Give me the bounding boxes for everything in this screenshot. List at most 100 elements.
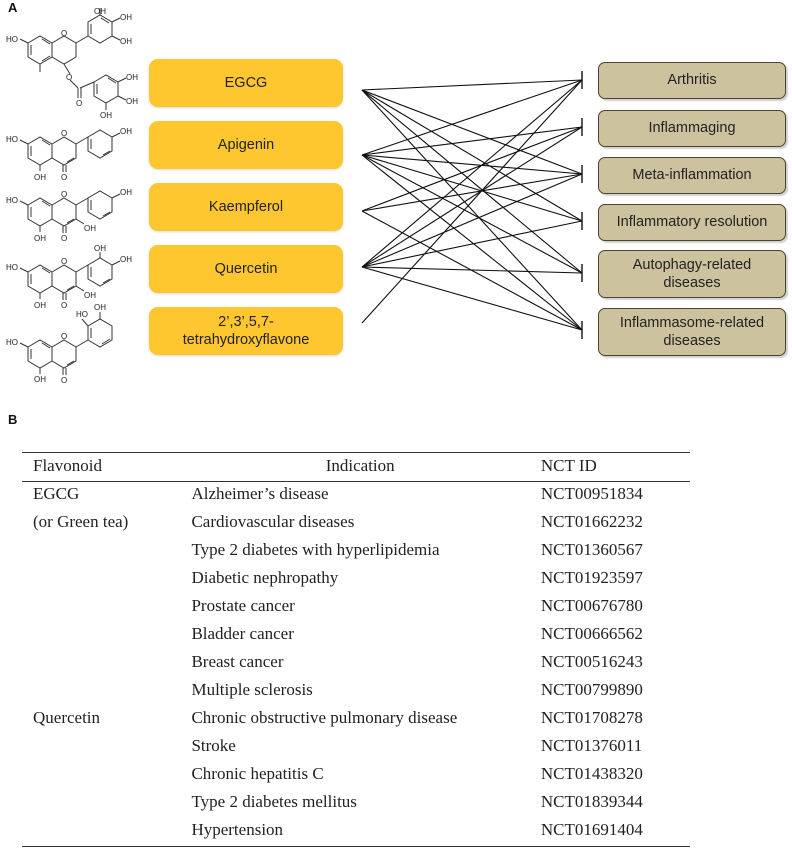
disease-box-inflammasome: Inflammasome-related diseases — [598, 308, 786, 356]
nct-id-cell: NCT01662232 — [540, 512, 643, 531]
flavonoid-box-apigenin: Apigenin — [149, 121, 343, 169]
inhibition-line-1-5 — [361, 154, 583, 331]
nct-id-cell: NCT01708278 — [540, 708, 643, 727]
nct-id-cell: NCT01839344 — [540, 792, 643, 811]
inhibition-line-0-3 — [361, 89, 583, 222]
indication-cell: Bladder cancer — [191, 624, 294, 643]
flavonoid-cell — [22, 734, 191, 762]
inhibition-line-0-2 — [361, 89, 583, 175]
egcg-structure: HO OH OH O OH O OH OH O OH — [0, 8, 150, 120]
inhibition-line-2-1 — [361, 126, 583, 212]
thf-label-4: HO — [6, 338, 18, 347]
table-row: Chronic hepatitis C NCT01438320 — [22, 762, 690, 790]
egcg-label-8: OH — [126, 97, 138, 106]
disease-box-arthritis: Arthritis — [598, 62, 786, 99]
nct-id-cell: NCT01360567 — [540, 540, 643, 559]
thf-label-3: OH — [34, 375, 46, 384]
kaempferol-label-6: O — [61, 234, 67, 243]
kaempferol-label-3: OH — [120, 188, 132, 197]
inhibition-line-3-0 — [361, 79, 583, 268]
inhibition-line-1-2 — [361, 154, 583, 175]
thf-label-5: O — [61, 332, 67, 341]
nct-id-cell: NCT01438320 — [540, 764, 643, 783]
nct-id-cell: NCT01691404 — [528, 818, 690, 847]
inhibition-line-0-0 — [361, 79, 583, 91]
flavonoid-cell — [22, 818, 192, 847]
flavonoid-box-kaempferol: Kaempferol — [149, 183, 343, 231]
flavonoid-cell: (or Green tea) — [33, 512, 129, 531]
nct-id-cell: NCT00516243 — [540, 652, 643, 671]
table-row: EGCG Alzheimer’s disease NCT00951834 — [22, 482, 690, 511]
egcg-label-3: OH — [120, 13, 132, 22]
header-flavonoid: Flavonoid — [22, 452, 192, 482]
flavonoid-cell — [22, 678, 191, 706]
table-header-row: Flavonoid Indication NCT ID — [22, 452, 690, 482]
table-row: Diabetic nephropathy NCT01923597 — [22, 566, 690, 594]
inhibition-line-3-1 — [361, 126, 583, 268]
disease-box-inflammaging: Inflammaging — [598, 110, 786, 147]
nct-id-cell: NCT00951834 — [540, 484, 643, 503]
quercetin-label-2: O — [61, 257, 67, 266]
nct-id-cell: NCT00799890 — [540, 680, 643, 699]
table-body: EGCG Alzheimer’s disease NCT00951834 (or Gr… — [22, 482, 690, 847]
indication-cell: Breast cancer — [191, 652, 284, 671]
flavonoid-cell — [22, 762, 191, 790]
flavonoid-box-tetrahydroxyflavone: 2’,3’,5,7- tetrahydroxyflavone — [149, 307, 343, 355]
inhibition-line-3-4 — [361, 266, 583, 274]
quercetin-label-5: OH — [34, 301, 46, 310]
indication-cell: Hypertension — [191, 818, 529, 847]
flavonoid-cell: EGCG — [33, 484, 80, 503]
disease-box-autophagy: Autophagy-related diseases — [598, 250, 786, 298]
indication-cell: Cardiovascular diseases — [191, 512, 355, 531]
indication-cell: Diabetic nephropathy — [191, 568, 339, 587]
clinical-trials-table: Flavonoid Indication NCT ID EGCG Alzheime… — [22, 452, 690, 847]
panel-b-label: B — [8, 412, 18, 427]
thf-label-1: HO — [76, 310, 88, 319]
egcg-label-1: HO — [6, 35, 18, 44]
egcg-label-4: O — [61, 29, 67, 38]
table-row: Type 2 diabetes with hyperlipidemia NCT01… — [22, 538, 690, 566]
inhibition-line-0-5 — [361, 89, 583, 331]
indication-cell: Prostate cancer — [191, 596, 295, 615]
kaempferol-label-1: HO — [6, 196, 18, 205]
indication-cell: Alzheimer’s disease — [191, 484, 329, 503]
inhibition-line-4-0 — [361, 79, 583, 324]
kaempferol-label-2: O — [61, 190, 67, 199]
egcg-label-7: OH — [126, 73, 138, 82]
kaempferol-label-4: OH — [34, 234, 46, 243]
egcg-label-10: OH — [100, 111, 112, 120]
nct-id-cell: NCT00666562 — [540, 624, 643, 643]
disease-box-inflammatory-resolution: Inflammatory resolution — [598, 204, 786, 241]
thf-label-2: OH — [94, 303, 106, 312]
header-indication: Indication — [191, 452, 529, 482]
apigenin-label-4: OH — [34, 173, 46, 182]
kaempferol-structure: HO O OH OH OH O — [0, 183, 150, 243]
nct-id-cell: NCT00676780 — [540, 596, 643, 615]
inhibition-line-1-1 — [361, 126, 583, 156]
disease-box-meta-inflammation: Meta-inflammation — [598, 157, 786, 194]
kaempferol-label-5: OH — [84, 224, 96, 233]
connection-lines — [361, 71, 583, 339]
indication-cell: Type 2 diabetes with hyperlipidemia — [191, 540, 440, 559]
flavonoid-cell — [22, 622, 191, 650]
apigenin-label-5: O — [61, 173, 67, 182]
inhibition-line-1-4 — [361, 154, 583, 274]
table-row: Breast cancer NCT00516243 — [22, 650, 690, 678]
flavonoid-cell — [22, 790, 191, 818]
indication-cell: Chronic hepatitis C — [191, 764, 324, 783]
egcg-label-5: OH — [120, 37, 132, 46]
nct-id-cell: NCT01923597 — [540, 568, 643, 587]
inhibition-line-3-3 — [361, 220, 583, 268]
flavonoid-box-egcg: EGCG — [149, 59, 343, 107]
inhibition-line-0-4 — [361, 89, 583, 274]
thf-label-7: O — [61, 376, 67, 385]
quercetin-label-7: O — [61, 301, 67, 310]
table-row: Bladder cancer NCT00666562 — [22, 622, 690, 650]
quercetin-structure: HO O OH OH OH OH O — [0, 244, 150, 310]
egcg-label-2: OH — [94, 8, 106, 16]
panel-a-label: A — [8, 0, 18, 15]
